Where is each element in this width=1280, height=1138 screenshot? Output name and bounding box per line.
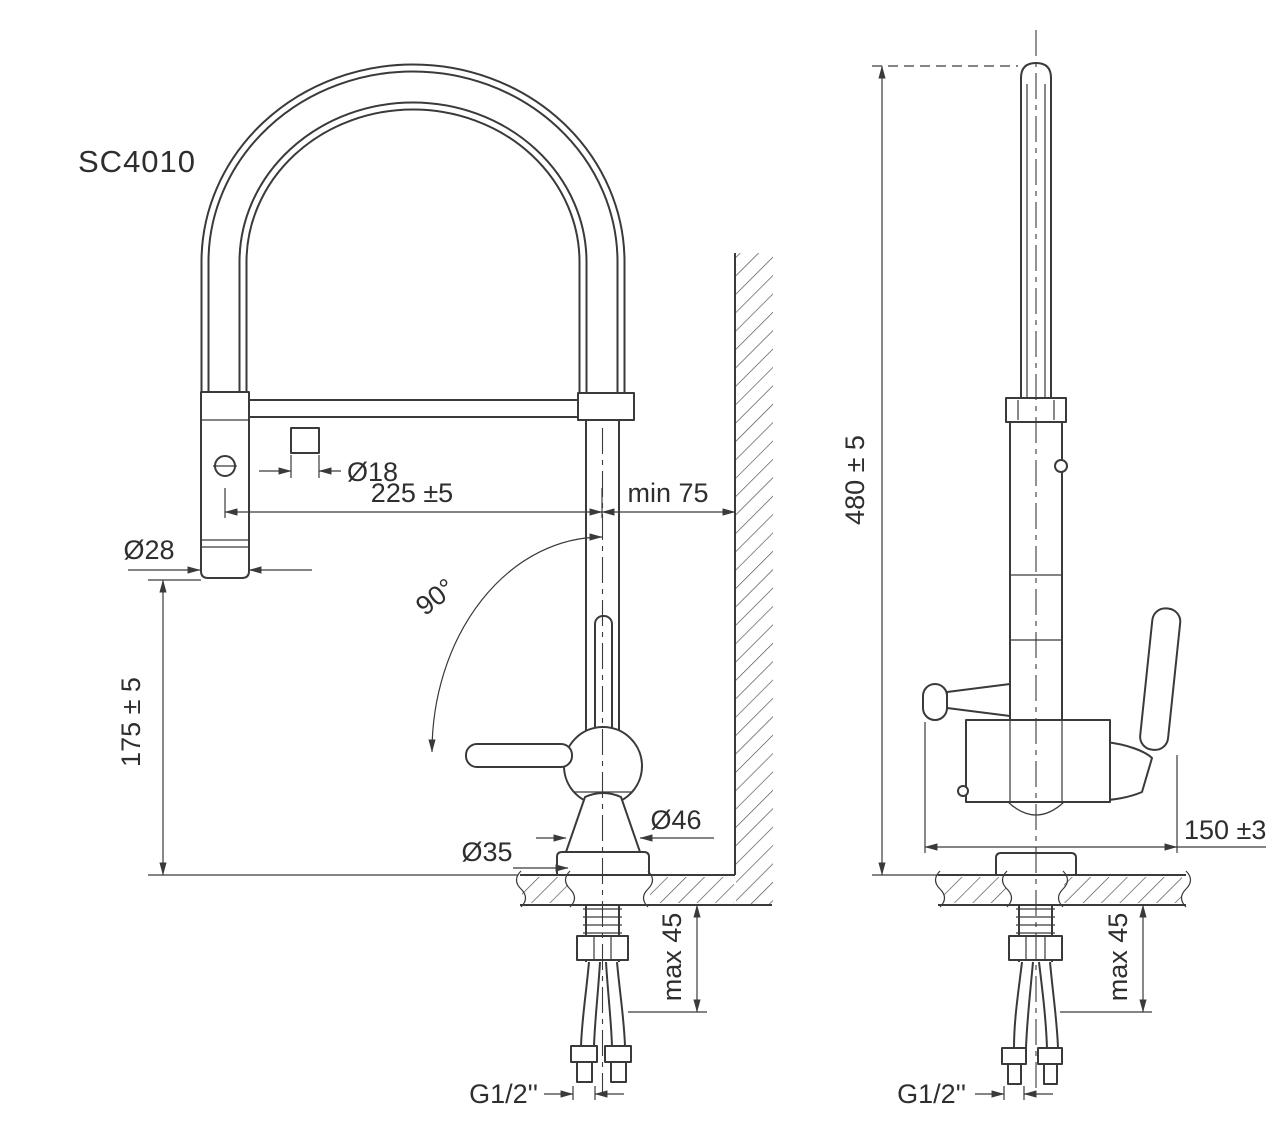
dim-reach: 225 ±5	[371, 478, 453, 508]
break-line	[1057, 870, 1069, 908]
countertop-front	[515, 870, 772, 908]
front-dimension-lines	[128, 427, 736, 1100]
dim-swivel-angle: 90°	[410, 573, 461, 622]
hose-section-block	[290, 427, 320, 454]
dim-counter-thickness-side: max 45	[1103, 913, 1133, 1002]
dim-total-height: 480 ± 5	[840, 435, 870, 525]
lever-boss	[1103, 741, 1153, 801]
break-line	[564, 870, 576, 908]
spray-head	[200, 391, 250, 579]
hose-fitting-right	[604, 1045, 632, 1063]
hose-fitting-front-stub	[1043, 1063, 1058, 1085]
hose-fitting-front	[1037, 1047, 1063, 1065]
side-view: 480 ± 5 150 ±3 max 45 G1/2''	[840, 30, 1266, 1109]
dim-hole-diameter: Ø35	[461, 837, 512, 867]
hose-fitting-back	[1001, 1047, 1027, 1065]
hose-collar	[577, 392, 635, 421]
supply-hose-left	[580, 961, 601, 1047]
dim-body-diameter: Ø46	[650, 805, 701, 835]
front-view: Ø18 225 ±5 min 75 Ø28 175 ± 5 90° Ø46 Ø3…	[116, 63, 773, 1109]
dim-wall-distance: min 75	[627, 478, 708, 508]
break-line	[1180, 870, 1192, 908]
body-pin	[957, 785, 969, 797]
supply-hose-back	[1013, 961, 1034, 1049]
supply-hose-front	[1038, 961, 1059, 1049]
dim-thread-side: G1/2''	[897, 1079, 966, 1109]
body-set-screw	[1054, 459, 1068, 473]
hose-fitting-right-stub	[610, 1061, 627, 1083]
hose-fitting-back-stub	[1007, 1063, 1022, 1085]
side-dimension-lines	[872, 65, 1266, 1100]
lever-handle	[465, 743, 573, 768]
pull-out-hose-arc	[200, 63, 626, 404]
dim-spray-head-diameter: Ø28	[123, 535, 174, 565]
countertop-side	[934, 870, 1192, 908]
under-counter-side	[1001, 905, 1063, 1085]
break-line	[934, 870, 946, 908]
supply-hose-right	[605, 961, 626, 1047]
left-knob-stem	[946, 683, 1011, 717]
hose-fitting-left	[570, 1045, 598, 1063]
left-knob	[922, 683, 948, 721]
dim-spout-height: 175 ± 5	[116, 677, 146, 767]
mounting-bar	[249, 392, 635, 421]
break-line	[1001, 870, 1013, 908]
side-lever-handle	[1139, 607, 1182, 751]
dim-counter-thickness-front: max 45	[657, 913, 687, 1002]
hose-fitting-left-stub	[576, 1061, 593, 1083]
break-line	[515, 870, 527, 908]
dim-thread-front: G1/2''	[469, 1079, 538, 1109]
wall-section	[734, 253, 773, 905]
under-counter-front	[570, 905, 632, 1083]
dim-hose-diameter: Ø18	[347, 457, 398, 487]
model-label: SC4010	[78, 144, 196, 179]
body-block-side	[965, 719, 1111, 803]
break-line	[642, 870, 654, 908]
dim-depth: 150 ±3	[1184, 815, 1266, 845]
